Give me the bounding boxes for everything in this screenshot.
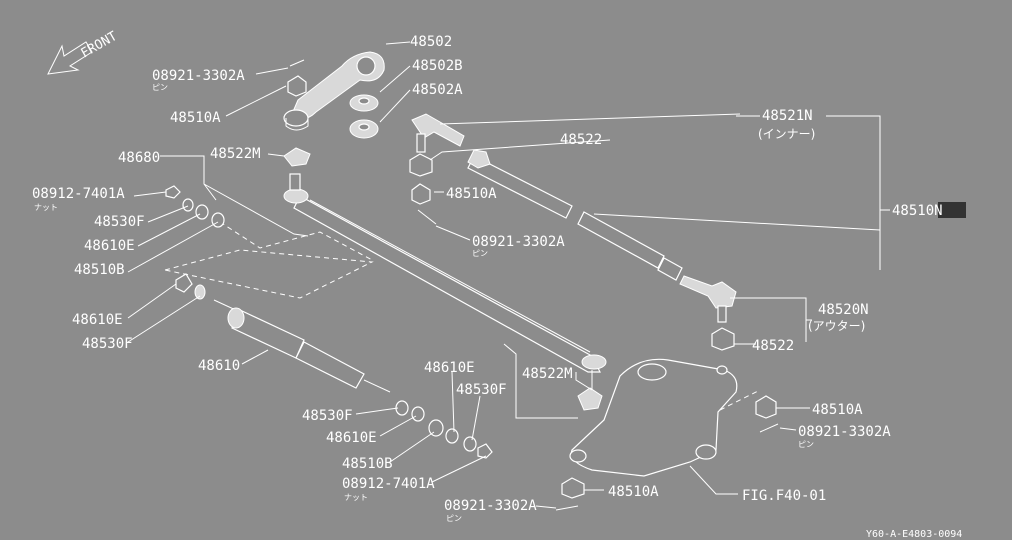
nut-48510a-top (287, 75, 307, 97)
label-48510a-right: 48510A (812, 402, 863, 418)
cotter-pin-bottom (555, 505, 579, 511)
label-48502: 48502 (410, 34, 452, 50)
label-48610e-b: 48610E (72, 312, 123, 328)
bushing-48610e-a (175, 273, 193, 293)
label-48520n: 48520N (818, 302, 869, 318)
dashed-outline-upper (219, 221, 373, 261)
pitman-arm (283, 51, 385, 131)
label-48522m-top: 48522M (210, 146, 261, 162)
label-08921-bottom: 08921-3302A (444, 498, 537, 514)
tie-rod (467, 149, 683, 281)
label-08921-right: 08921-3302A (798, 424, 891, 440)
cotter-pin-top (289, 59, 305, 67)
label-pin-top: ピン (152, 83, 168, 92)
label-48510b-a: 48510B (74, 262, 125, 278)
dashed-outline-lower (164, 249, 374, 299)
label-48510n: 48510N (892, 203, 943, 219)
label-48522m-low: 48522M (522, 366, 573, 382)
label-48510a-top: 48510A (170, 110, 221, 126)
washer-48530f-b (194, 284, 206, 300)
label-nut-top: ナット (34, 203, 58, 212)
center-link (283, 173, 607, 390)
label-08912-top: 08912-7401A (32, 186, 125, 202)
knuckle-arm (569, 358, 738, 477)
nut-48510a-right (755, 395, 777, 419)
label-48510a-bottom: 48510A (608, 484, 659, 500)
label-inner: (インナー) (758, 127, 815, 141)
cotter-pin-right (759, 423, 779, 433)
ball-stud-48522m-top (283, 147, 311, 167)
label-48530f-b: 48530F (82, 336, 133, 352)
label-48610e-c: 48610E (424, 360, 475, 376)
label-fig: FIG.F40-01 (742, 488, 826, 504)
label-48530f-d: 48530F (302, 408, 353, 424)
nut-48522-outer (711, 327, 735, 351)
inner-tie-rod-end (411, 113, 465, 147)
label-48680: 48680 (118, 150, 160, 166)
label-48502b: 48502B (412, 58, 463, 74)
drawing-code: Y60-A-E4803-0094 (866, 529, 962, 540)
label-48530f-c: 48530F (456, 382, 507, 398)
label-outer: (アウター) (808, 319, 865, 333)
label-48510b-b: 48510B (342, 456, 393, 472)
front-arrow-icon (47, 41, 93, 75)
highlight-48510n (938, 202, 966, 218)
front-label: FRONT (79, 29, 121, 62)
leader-lines (127, 41, 890, 509)
part-labels: 48502 48502B 48502A 08921-3302A ピン 48510… (32, 34, 962, 540)
outer-tie-rod-end (679, 275, 737, 309)
label-48522-low: 48522 (752, 338, 794, 354)
dashed-link-right (719, 389, 761, 411)
label-08912-low: 08912-7401A (342, 476, 435, 492)
label-pin-bottom: ピン (446, 514, 462, 523)
label-08921-top: 08921-3302A (152, 68, 245, 84)
label-48510a-mid: 48510A (446, 186, 497, 202)
nut-48522-inner (409, 153, 433, 177)
nut-48510a-bottom (561, 477, 585, 499)
label-pin-mid: ピン (472, 249, 488, 258)
label-08921-mid: 08921-3302A (472, 234, 565, 250)
steering-damper (213, 299, 391, 393)
label-48610: 48610 (198, 358, 240, 374)
label-48610e-a: 48610E (84, 238, 135, 254)
label-48522-top: 48522 (560, 132, 602, 148)
label-48502a: 48502A (412, 82, 463, 98)
label-pin-right: ピン (798, 440, 814, 449)
label-48610e-d: 48610E (326, 430, 377, 446)
cotter-pin-mid (417, 209, 437, 225)
label-48530f-a: 48530F (94, 214, 145, 230)
label-nut-low: ナット (344, 493, 368, 502)
label-48521n: 48521N (762, 108, 813, 124)
